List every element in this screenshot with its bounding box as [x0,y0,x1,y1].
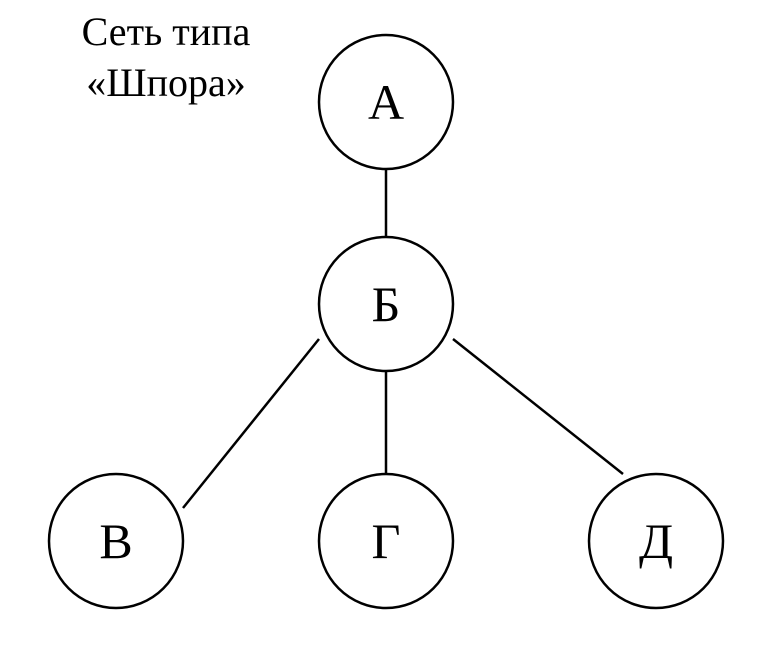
edges [182,169,624,509]
node-d-label: Д [639,513,673,569]
edge-b-v [182,338,320,509]
diagram-title: Сеть типа «Шпора» [30,6,302,108]
node-a-label: А [368,74,404,130]
node-g-label: Г [372,513,401,569]
node-g-circle [317,472,455,610]
node-d: Д [587,472,725,610]
edge-b-d [452,338,624,475]
node-v-label: В [99,513,132,569]
node-d-circle [587,472,725,610]
node-a: А [317,33,455,171]
node-b: Б [317,235,455,373]
node-b-circle [317,235,455,373]
node-g: Г [317,472,455,610]
node-a-circle [317,33,455,171]
node-b-label: Б [372,276,401,332]
node-v: В [47,472,185,610]
diagram-title-line-1: Сеть типа [81,9,251,54]
node-v-circle [47,472,185,610]
diagram-title-line-2: «Шпора» [86,60,246,105]
